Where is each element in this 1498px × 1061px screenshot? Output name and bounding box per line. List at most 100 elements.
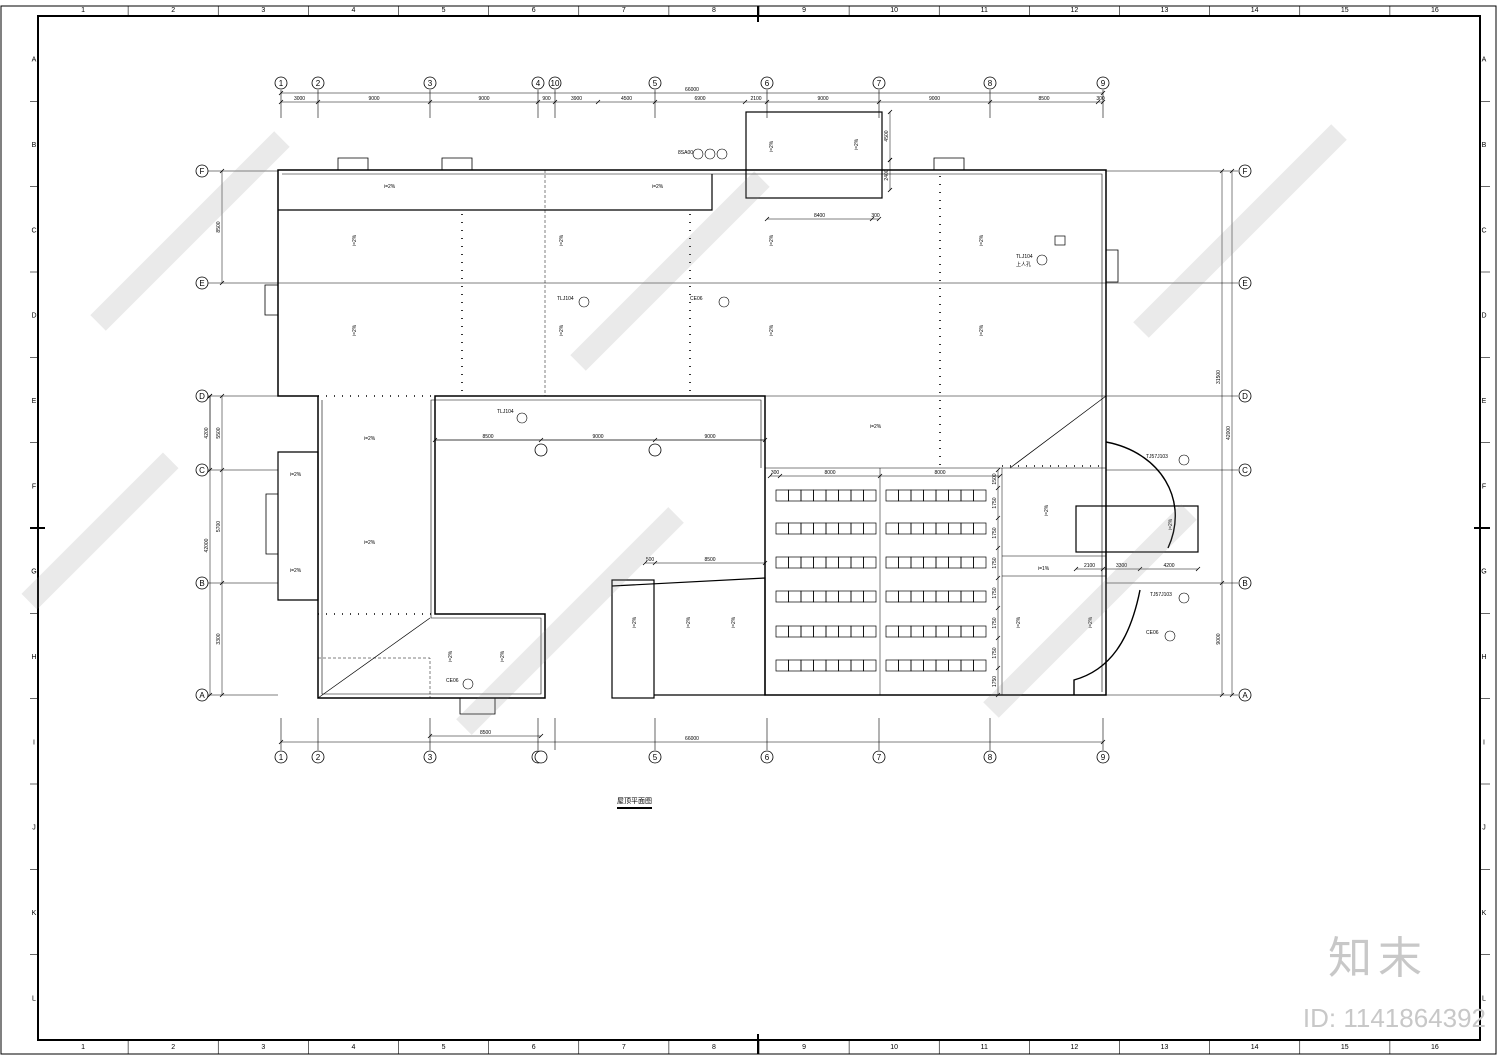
parking-stall	[813, 489, 827, 502]
dim-inner-upper: 9000	[592, 434, 603, 440]
south-annex	[611, 579, 655, 699]
dim-top-segment: 3900	[571, 96, 582, 102]
dim-top-total: 66000	[685, 87, 699, 93]
east-curved-wall-upper	[1105, 441, 1176, 549]
parking-stall	[863, 659, 877, 672]
parking-stall	[863, 556, 877, 569]
slope-label: i=2%	[652, 184, 664, 190]
parking-stall	[973, 556, 987, 569]
dim-top-segment: 300	[1096, 96, 1105, 102]
axis-label: C	[199, 466, 205, 475]
annotations: TLJ104 CE06 TLJ104 TLJ104 上人孔 TJ57J103 T…	[446, 148, 1190, 690]
dim-top-segment: 9000	[368, 96, 379, 102]
axis-label: 2	[316, 753, 321, 762]
parking-stall	[885, 590, 899, 603]
note-tj57-2: TJ57J103	[1150, 592, 1172, 598]
parking-stall	[910, 522, 924, 535]
dim-parking-right: 1750	[992, 497, 998, 508]
dim-parking-right: 1750	[992, 527, 998, 538]
chimney-2	[441, 157, 473, 171]
dim-inner-lower: 8500	[704, 557, 715, 563]
parking-stall	[788, 489, 802, 502]
parking-stall	[885, 489, 899, 502]
axis-label: D	[199, 392, 205, 401]
slope-label: i=2%	[559, 234, 565, 246]
slope-label: i=2%	[384, 184, 396, 190]
parking-stall	[923, 556, 937, 569]
east-box	[1075, 505, 1199, 553]
parking-stall	[910, 659, 924, 672]
parapet-edge-top	[278, 174, 713, 211]
axis-bubble	[548, 76, 562, 90]
zone-column-label: 14	[1251, 1044, 1259, 1051]
slope-label: i=2%	[364, 436, 376, 442]
slope-label: i=2%	[769, 140, 775, 152]
parking-stall	[863, 625, 877, 638]
axis-bubble	[648, 750, 662, 764]
zone-column-label: 16	[1431, 7, 1439, 14]
parking-stall	[923, 489, 937, 502]
zone-column-label: 3	[261, 7, 265, 14]
dim-left-segment: 3300	[216, 633, 222, 644]
parking-stall	[923, 522, 937, 535]
parking-stall	[923, 625, 937, 638]
slope-label: i=2%	[500, 650, 506, 662]
axis-bubble	[423, 76, 437, 90]
stair-hatch-right	[1105, 249, 1119, 283]
parking-stall	[838, 659, 852, 672]
zone-row-label: J	[1482, 825, 1486, 832]
zone-column-label: 12	[1071, 7, 1079, 14]
parking-stall	[885, 625, 899, 638]
dim-inner-upper: 8500	[482, 434, 493, 440]
axis-label: 2	[316, 79, 321, 88]
dim-box-top: 8400	[814, 213, 825, 219]
dim-parking-right: 1750	[992, 676, 998, 687]
parking-stall	[775, 556, 789, 569]
dim-top-segment: 4500	[621, 96, 632, 102]
axis-label: E	[1242, 279, 1247, 288]
axis-bubble	[195, 576, 209, 590]
parking-stall	[948, 522, 962, 535]
axis-label: 4	[536, 79, 541, 88]
parking-stall	[973, 489, 987, 502]
slope-label: i=2%	[290, 568, 302, 574]
dim-box-top: 2400	[884, 169, 890, 180]
zone-column-label: 1	[81, 1044, 85, 1051]
zone-column-label: 8	[712, 7, 716, 14]
axis-label: 9	[1101, 79, 1106, 88]
zone-row-label: C	[31, 227, 36, 234]
zone-column-label: 6	[532, 7, 536, 14]
zone-row-label: I	[1483, 739, 1485, 746]
zone-row-label: C	[1481, 227, 1486, 234]
parking-stall	[935, 590, 949, 603]
ridge-line-1	[1009, 395, 1107, 469]
axis-bubble	[1238, 389, 1252, 403]
drawing-title: 屋顶平面图	[617, 796, 652, 809]
dim-box-top: 300	[871, 213, 880, 219]
parking-stall	[863, 489, 877, 502]
watermark-overlay	[21, 124, 1347, 735]
slope-labels: i=2% i=2% i=2% i=2% i=2% i=2% i=2% i=2% i=2% i=2%…	[290, 138, 1174, 662]
slope-label: i=2%	[559, 324, 565, 336]
axis-bubble	[195, 463, 209, 477]
slope-label: i=2%	[1168, 518, 1174, 530]
north-penthouse	[745, 111, 883, 199]
axis-label: B	[1242, 579, 1247, 588]
axis-bubble	[423, 750, 437, 764]
stair-hatch-left-2	[265, 493, 279, 555]
axis-bubble	[1238, 276, 1252, 290]
slope-label: i=2%	[731, 616, 737, 628]
slope-label: i=1%	[1038, 566, 1050, 572]
parking-stall	[800, 659, 814, 672]
dim-right-box: 3300	[1116, 563, 1127, 569]
parking-stall	[898, 489, 912, 502]
zone-column-label: 3	[261, 1044, 265, 1051]
zone-column-label: 7	[622, 1044, 626, 1051]
parking-stall	[825, 522, 839, 535]
parking-stall	[850, 590, 864, 603]
parking-stall	[825, 489, 839, 502]
parking-stall	[775, 590, 789, 603]
axis-label: F	[200, 167, 205, 176]
zone-row-label: B	[32, 142, 37, 149]
